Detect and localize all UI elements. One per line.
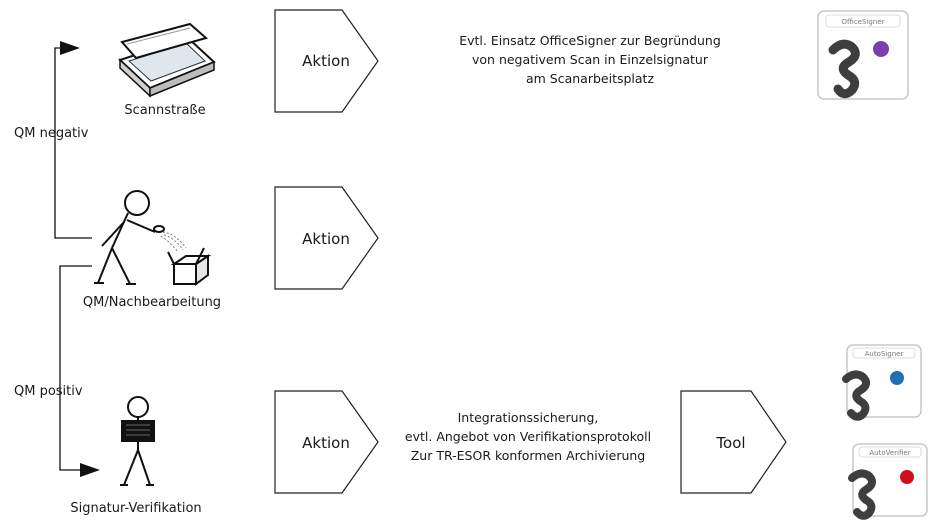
- description-top: Evtl. Einsatz OfficeSigner zur Begründun…: [459, 33, 721, 86]
- officesigner-logo: OfficeSigner: [817, 10, 909, 100]
- autoverifier-title: AutoVerifier: [869, 449, 910, 457]
- tool-shape: Tool: [680, 390, 787, 494]
- autoverifier-logo: AutoVerifier: [848, 443, 928, 520]
- autosigner-mark: [842, 370, 870, 421]
- description-bottom-line: Integrationssicherung,: [458, 410, 599, 425]
- autosigner-title: AutoSigner: [865, 350, 904, 358]
- edge-qm-positive: [59, 265, 100, 477]
- description-top-line: Evtl. Einsatz OfficeSigner zur Begründun…: [459, 33, 721, 48]
- description-bottom: Integrationssicherung, evtl. Angebot von…: [405, 410, 651, 463]
- officesigner-title: OfficeSigner: [842, 18, 885, 26]
- autoverifier-dot: [900, 470, 914, 484]
- action-shape-1: Aktion: [274, 9, 379, 113]
- node-label-verify: Signatur-Verifikation: [70, 501, 201, 516]
- edge-label-positive: QM positiv: [14, 384, 83, 399]
- officesigner-mark: [828, 39, 860, 99]
- officesigner-dot: [873, 41, 889, 57]
- autosigner-logo: AutoSigner: [842, 344, 922, 421]
- action-label-1: Aktion: [302, 52, 350, 70]
- description-top-line: von negativem Scan in Einzelsignatur: [472, 52, 709, 67]
- description-bottom-line: evtl. Angebot von Verifikationsprotokoll: [405, 429, 651, 444]
- edge-qm-negative: [54, 41, 92, 239]
- action-shape-2: Aktion: [274, 186, 379, 290]
- description-bottom-line: Zur TR-ESOR konformen Archivierung: [411, 448, 646, 463]
- description-top-line: am Scanarbeitsplatz: [526, 71, 654, 86]
- autoverifier-mark: [848, 469, 876, 520]
- node-label-scan: Scannstraße: [124, 103, 205, 118]
- person-verify-icon: [120, 396, 155, 486]
- node-label-qm: QM/Nachbearbeitung: [83, 295, 221, 310]
- action-label-3: Aktion: [302, 434, 350, 452]
- tool-label: Tool: [715, 434, 745, 452]
- action-shape-3: Aktion: [274, 390, 379, 494]
- autosigner-dot: [890, 371, 904, 385]
- person-box-icon: [94, 190, 212, 286]
- action-label-2: Aktion: [302, 230, 350, 248]
- scanner-icon: [118, 22, 216, 98]
- edge-label-negative: QM negativ: [14, 126, 89, 141]
